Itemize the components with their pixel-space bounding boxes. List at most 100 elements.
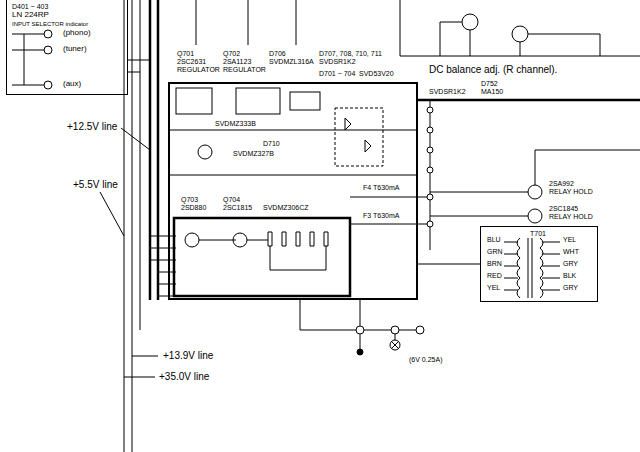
terminal: [427, 147, 433, 153]
part-label: RELAY HOLD: [548, 188, 594, 196]
terminal: [416, 326, 424, 334]
part-label: SVD53V20: [358, 70, 395, 78]
part-label: 2SA1123: [222, 58, 252, 66]
part-label: (aux): [62, 80, 82, 89]
transistor-symbol: [528, 185, 542, 199]
bottom-wire: [300, 300, 416, 330]
part-label: 2SC2631: [176, 58, 207, 66]
part-label: YEL: [486, 284, 501, 292]
terminal: [427, 194, 433, 200]
regulator-symbol: [236, 88, 280, 114]
transistor-symbol: [185, 233, 199, 247]
part-label: D707, 708, 710, 711: [318, 50, 383, 58]
wiring: [12, 0, 640, 452]
bus-wire: [140, 0, 141, 330]
part-label: BLU: [486, 236, 502, 244]
line-label: +13.9V line: [162, 350, 214, 361]
lead-wire: [542, 242, 560, 290]
part-label: GRY: [562, 260, 579, 268]
part-label: DC balance adj. (R channel).: [428, 64, 558, 75]
leader-line: [132, 356, 158, 357]
relay-wire: [430, 150, 640, 216]
leader-line: [124, 377, 155, 378]
fuse-wire: [350, 197, 430, 224]
part-label: GRN: [486, 248, 504, 256]
line-label: +5.5V line: [72, 179, 119, 190]
lead-wire: [504, 242, 518, 290]
part-label: (phono): [62, 29, 92, 38]
zener-symbol: [290, 92, 320, 110]
led-wire: [12, 34, 44, 85]
part-label: D752: [480, 80, 499, 88]
sub-board: [174, 218, 350, 296]
transformer-core: [528, 238, 532, 298]
top-wire: [440, 22, 600, 56]
led-wire: [128, 60, 150, 72]
transistor-symbol: [198, 145, 212, 159]
part-label: RED: [486, 272, 503, 280]
transistor-symbol: [528, 209, 542, 223]
resistor-symbol: [268, 232, 328, 246]
led-symbol: [44, 30, 52, 38]
power-line: [157, 0, 160, 300]
node-heading: SVDMZ333B: [214, 120, 257, 128]
transformer-coil: [540, 238, 543, 298]
part-label: Q703: [180, 196, 199, 204]
board-wire: [168, 130, 418, 175]
led-symbol: [44, 81, 52, 89]
node-heading: D401 ~ 403: [11, 3, 49, 11]
bus-wire: [124, 0, 125, 452]
transistor-symbol: [512, 26, 528, 42]
diode-bridge: [335, 108, 383, 166]
part-label: 2SC1815: [222, 204, 253, 212]
wire-connector: [418, 263, 480, 264]
part-label: BRN: [486, 260, 503, 268]
leader-line: [121, 128, 150, 150]
part-label: (tuner): [62, 45, 88, 54]
lamp-symbol: [390, 340, 400, 350]
regulator-symbol: [176, 88, 212, 114]
part-label: 2SD880: [180, 204, 207, 212]
ground-wire: [360, 334, 395, 349]
part-label: REGULATOR: [176, 66, 221, 74]
part-label: Q704: [222, 196, 241, 204]
led-symbol: [44, 46, 52, 54]
node-heading: T701: [529, 230, 547, 238]
terminal: [427, 167, 433, 173]
part-label: D706: [268, 50, 287, 58]
part-label: F4 T630mA: [362, 184, 400, 192]
part-label: D701 ~ 704: [318, 70, 356, 78]
top-wire: [196, 0, 640, 56]
part-label: YEL: [562, 236, 577, 244]
part-label: RELAY HOLD: [548, 213, 594, 221]
terminal: [356, 326, 364, 334]
part-label: F3 T630mA: [362, 212, 400, 220]
part-label: SVDSR1K2: [428, 88, 467, 96]
leader-line: [100, 192, 124, 236]
part-label: D710: [262, 140, 281, 148]
diode-symbol: [345, 118, 371, 152]
power-line: [418, 99, 640, 102]
lamp-symbol: [392, 342, 399, 349]
bus-wire: [132, 0, 133, 452]
node-text: LN 224RP: [11, 11, 50, 20]
part-label: WHT: [562, 248, 580, 256]
part-label: SVDSR1K2: [318, 58, 357, 66]
transformer-coil: [517, 238, 520, 298]
part-label: 2SA992: [548, 180, 575, 188]
ground-dot: [357, 349, 363, 355]
part-label: (6V 0.25A): [408, 356, 443, 364]
node-text: INPUT SELECTOR indicator: [11, 21, 89, 28]
terminal: [427, 127, 433, 133]
part-label: MA150: [480, 88, 504, 96]
feed-wire: [150, 236, 176, 296]
part-label: 2SC1845: [548, 205, 579, 213]
part-label: BLK: [562, 272, 577, 280]
transistor-symbol: [462, 14, 478, 30]
part-label: SVDMZ327B: [232, 150, 275, 158]
terminal: [427, 107, 433, 113]
part-label: SVDMZ306CZ: [262, 204, 310, 212]
terminal: [427, 221, 433, 227]
board-wire: [199, 240, 326, 270]
